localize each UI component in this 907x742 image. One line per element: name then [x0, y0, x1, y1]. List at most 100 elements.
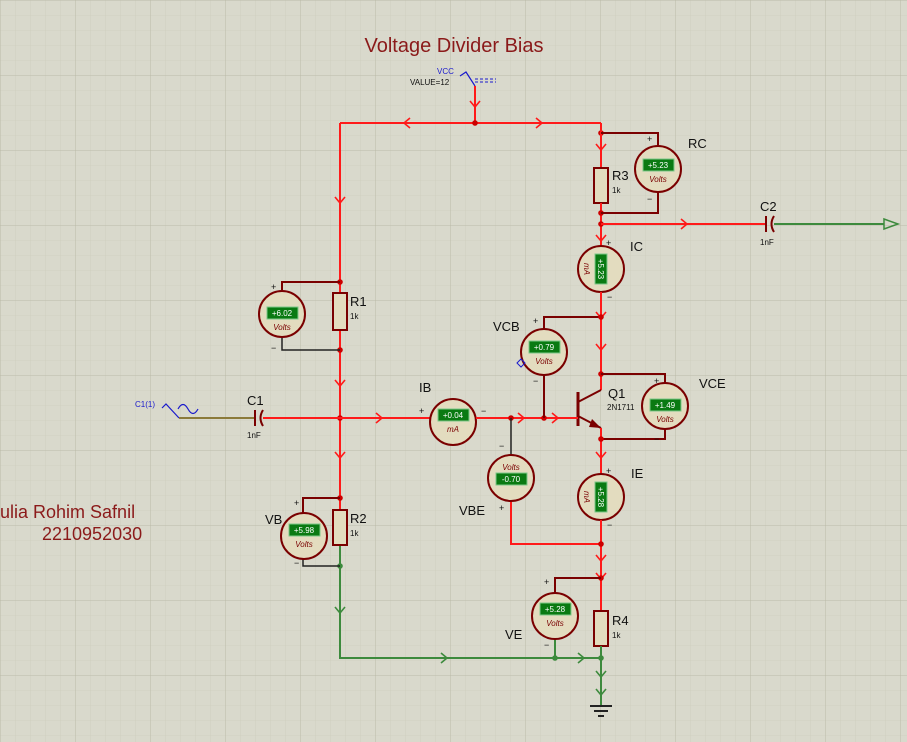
r3-ref: R3 — [612, 168, 629, 183]
ic-reading: +5.23 — [596, 259, 605, 280]
r4-body — [593, 610, 609, 647]
polarity-plus: + — [606, 238, 611, 248]
flow-arrow — [402, 117, 411, 129]
r3-body — [593, 167, 609, 204]
meter-lead — [281, 281, 340, 290]
meter-display — [539, 602, 572, 616]
ie-reading: +5.28 — [596, 487, 605, 508]
meter-lead — [543, 316, 601, 331]
r2-value: 1k — [350, 529, 359, 538]
meter-lead — [601, 373, 666, 383]
r1-voltage-reading: +6.02 — [272, 309, 293, 318]
vcc-terminal[interactable]: VCC VALUE=12 — [410, 67, 496, 123]
r1-body — [332, 292, 348, 331]
signal-source-c1-1[interactable]: C1(1) — [135, 400, 199, 419]
meter-lead — [510, 500, 601, 545]
meter-display — [266, 306, 299, 320]
r4-value: 1k — [612, 631, 621, 640]
resistor-r2[interactable]: R2 1k — [332, 509, 367, 546]
vb-label: VB — [265, 512, 282, 527]
c1-value: 1nF — [247, 431, 261, 440]
q1-collector-lead — [577, 389, 602, 403]
voltmeter-vce[interactable]: +1.49 Volts VCE + − — [601, 373, 726, 444]
vcc-symbol — [459, 71, 476, 87]
meter-lead — [302, 497, 340, 513]
voltmeter-vb[interactable]: +5.98 Volts VB + − — [265, 497, 340, 568]
capacitor-c2[interactable]: C2 1nF — [760, 199, 777, 247]
flow-arrow — [595, 554, 607, 563]
vcb-unit: Volts — [535, 357, 553, 366]
r1-ref: R1 — [350, 294, 367, 309]
ve-label: VE — [505, 627, 523, 642]
polarity-plus: + — [606, 466, 611, 476]
junction-node — [598, 436, 604, 442]
r2-body — [332, 509, 348, 546]
junction-node — [552, 655, 558, 661]
vcb-label: VCB — [493, 319, 520, 334]
source-label: C1(1) — [135, 400, 155, 409]
flow-arrow — [595, 343, 607, 352]
junction-node — [598, 541, 604, 547]
ground-return-wire — [339, 545, 601, 659]
capacitor-c1[interactable]: C1 1nF — [247, 393, 264, 440]
q1-value: 2N1711 — [607, 403, 635, 412]
flow-arrow — [595, 688, 607, 697]
meter-display — [649, 398, 682, 412]
polarity-plus: + — [533, 316, 538, 326]
voltmeter-rc[interactable]: +5.23 Volts RC + − — [601, 132, 707, 214]
vbe-label: VBE — [459, 503, 485, 518]
ammeter-ie[interactable]: +5.28 mA IE + − — [577, 466, 644, 530]
flow-arrow — [334, 451, 346, 460]
ve-reading: +5.28 — [545, 605, 566, 614]
q1-emitter-arrow-icon — [589, 419, 601, 428]
c2-plate-curved — [770, 215, 775, 233]
polarity-plus: + — [499, 503, 504, 513]
voltmeter-vbe[interactable]: Volts -0.70 VBE − + — [459, 418, 601, 545]
probe-marker-icon — [516, 358, 526, 368]
meter-body — [429, 398, 477, 446]
voltmeter-r1[interactable]: +6.02 Volts + − — [258, 281, 340, 353]
vce-label: VCE — [699, 376, 726, 391]
junction-node — [598, 314, 604, 320]
sine-wave-icon — [177, 403, 199, 415]
voltmeter-ve[interactable]: +5.28 Volts VE + − — [505, 577, 601, 658]
vce-reading: +1.49 — [655, 401, 676, 410]
ie-label: IE — [631, 466, 644, 481]
ground-icon[interactable] — [590, 705, 612, 717]
ib-unit: mA — [447, 425, 459, 434]
meter-display — [495, 472, 528, 486]
c2-ref: C2 — [760, 199, 777, 214]
voltmeter-vcb[interactable]: +0.79 Volts VCB + − — [493, 316, 601, 418]
transistor-q1[interactable]: Q1 2N1711 — [566, 386, 635, 429]
r3-value: 1k — [612, 186, 621, 195]
ib-label: IB — [419, 380, 431, 395]
output-terminal-icon[interactable] — [883, 217, 901, 231]
flow-arrow — [440, 652, 449, 664]
q1-ref: Q1 — [608, 386, 625, 401]
vbe-unit: Volts — [502, 463, 520, 472]
resistor-r3[interactable]: R3 1k — [593, 167, 629, 204]
ic-label: IC — [630, 239, 643, 254]
meter-lead — [601, 428, 666, 440]
author-name: ulia Rohim Safnil — [0, 502, 135, 522]
ammeter-ib[interactable]: +0.04 mA IB + − — [419, 380, 486, 446]
flow-arrow — [595, 670, 607, 679]
ve-unit: Volts — [546, 619, 564, 628]
meter-display — [642, 158, 675, 172]
diagram-title: Voltage Divider Bias — [365, 35, 544, 57]
rc-reading: +5.23 — [648, 161, 669, 170]
polarity-minus: − — [499, 441, 504, 451]
polarity-minus: − — [533, 376, 538, 386]
resistor-r1[interactable]: R1 1k — [332, 292, 367, 331]
meter-display — [594, 481, 608, 513]
vb-unit: Volts — [295, 540, 313, 549]
c1-plate-curved — [259, 409, 264, 427]
ib-reading: +0.04 — [443, 411, 464, 420]
source-symbol — [161, 403, 180, 419]
meter-display — [288, 523, 321, 537]
flow-arrow — [375, 412, 384, 424]
polarity-minus: − — [481, 406, 486, 416]
vce-unit: Volts — [656, 415, 674, 424]
